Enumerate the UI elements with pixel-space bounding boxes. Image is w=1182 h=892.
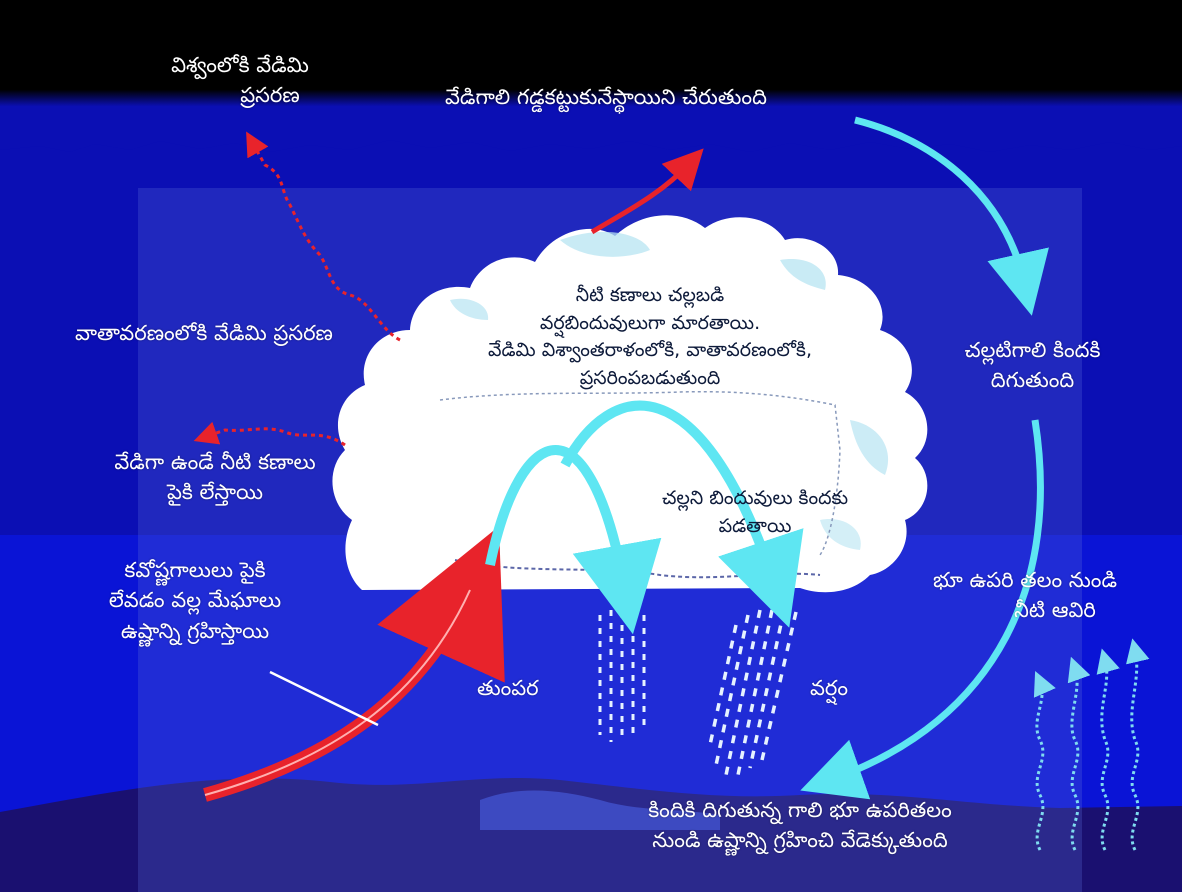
label-descending-air: కిందికి దిగుతున్న గాలి భూ ఉపరితలం నుండి … (648, 798, 952, 853)
label-surface-vapor: భూ ఉపరి తలం నుండి నీటి ఆవిరి (932, 568, 1117, 623)
label-warm-droplets-rise: వేడిగా ఉండే నీటి కణాలు పైకి లేస్తాయి (114, 450, 316, 505)
space-radiation-wave (246, 131, 401, 342)
label-cloud-text: నీటి కణాలు చల్లబడి వర్షబిందువులుగా మారతా… (487, 284, 813, 389)
cool-air-top-arrow (854, 116, 1049, 316)
label-space-radiation: విశ్వంలోకి వేడిమి ప్రసరణ (171, 53, 309, 108)
label-hot-air-top: వేడిగాలి గడ్డకట్టుకునేస్థాయిని చేరుతుంది (445, 85, 767, 109)
water-vapor-arrows (1033, 638, 1150, 851)
label-atmosphere-radiation: వాతావరణంలోకి వేడిమి ప్రసరణ (75, 321, 333, 345)
label-cold-drops-fall: చల్లని బిందువులు కిందకు పడతాయి (661, 487, 849, 537)
warm-air-arrows (193, 131, 704, 802)
rain-streaks (708, 609, 798, 781)
sky-edge (0, 140, 1182, 175)
pointer-line (269, 670, 379, 727)
cool-air-arrows (485, 116, 1049, 800)
label-rain: వర్షం (810, 676, 849, 700)
label-drizzle: తుంపర (477, 676, 539, 700)
inner-arc-right (560, 400, 804, 628)
warm-air-top-arrow (590, 148, 704, 235)
label-warm-air-rises: కవోష్ణగాలులు పైకి లేవడం వల్ల మేఘాలు ఉష్ణ… (108, 558, 282, 643)
ground (0, 778, 1182, 892)
cool-air-down-arrow (800, 419, 1044, 800)
inner-arc-left (485, 445, 662, 635)
ground-highlight (480, 790, 720, 830)
label-cool-air-down: చల్లటిగాలి కిందకి దిగుతుంది (964, 338, 1101, 393)
